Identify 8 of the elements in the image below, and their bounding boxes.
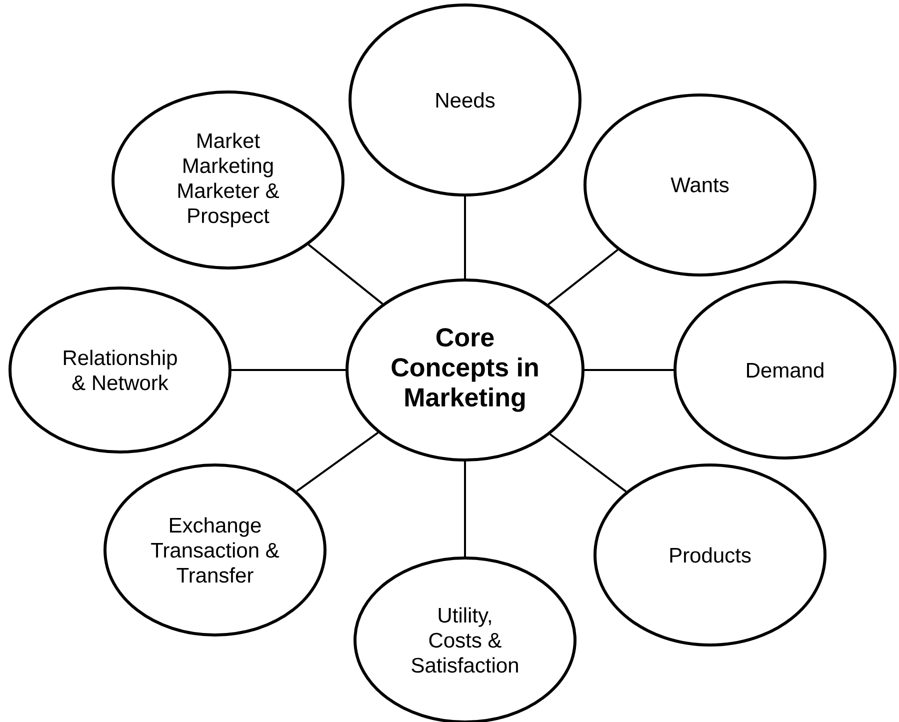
connector-line	[549, 433, 627, 492]
connector-line	[464, 462, 466, 556]
connector-line	[464, 196, 466, 278]
connector-line	[584, 369, 674, 371]
connector-line	[548, 248, 618, 306]
connector-line	[232, 369, 346, 371]
connector-line	[308, 244, 384, 305]
connector-line	[296, 432, 379, 492]
